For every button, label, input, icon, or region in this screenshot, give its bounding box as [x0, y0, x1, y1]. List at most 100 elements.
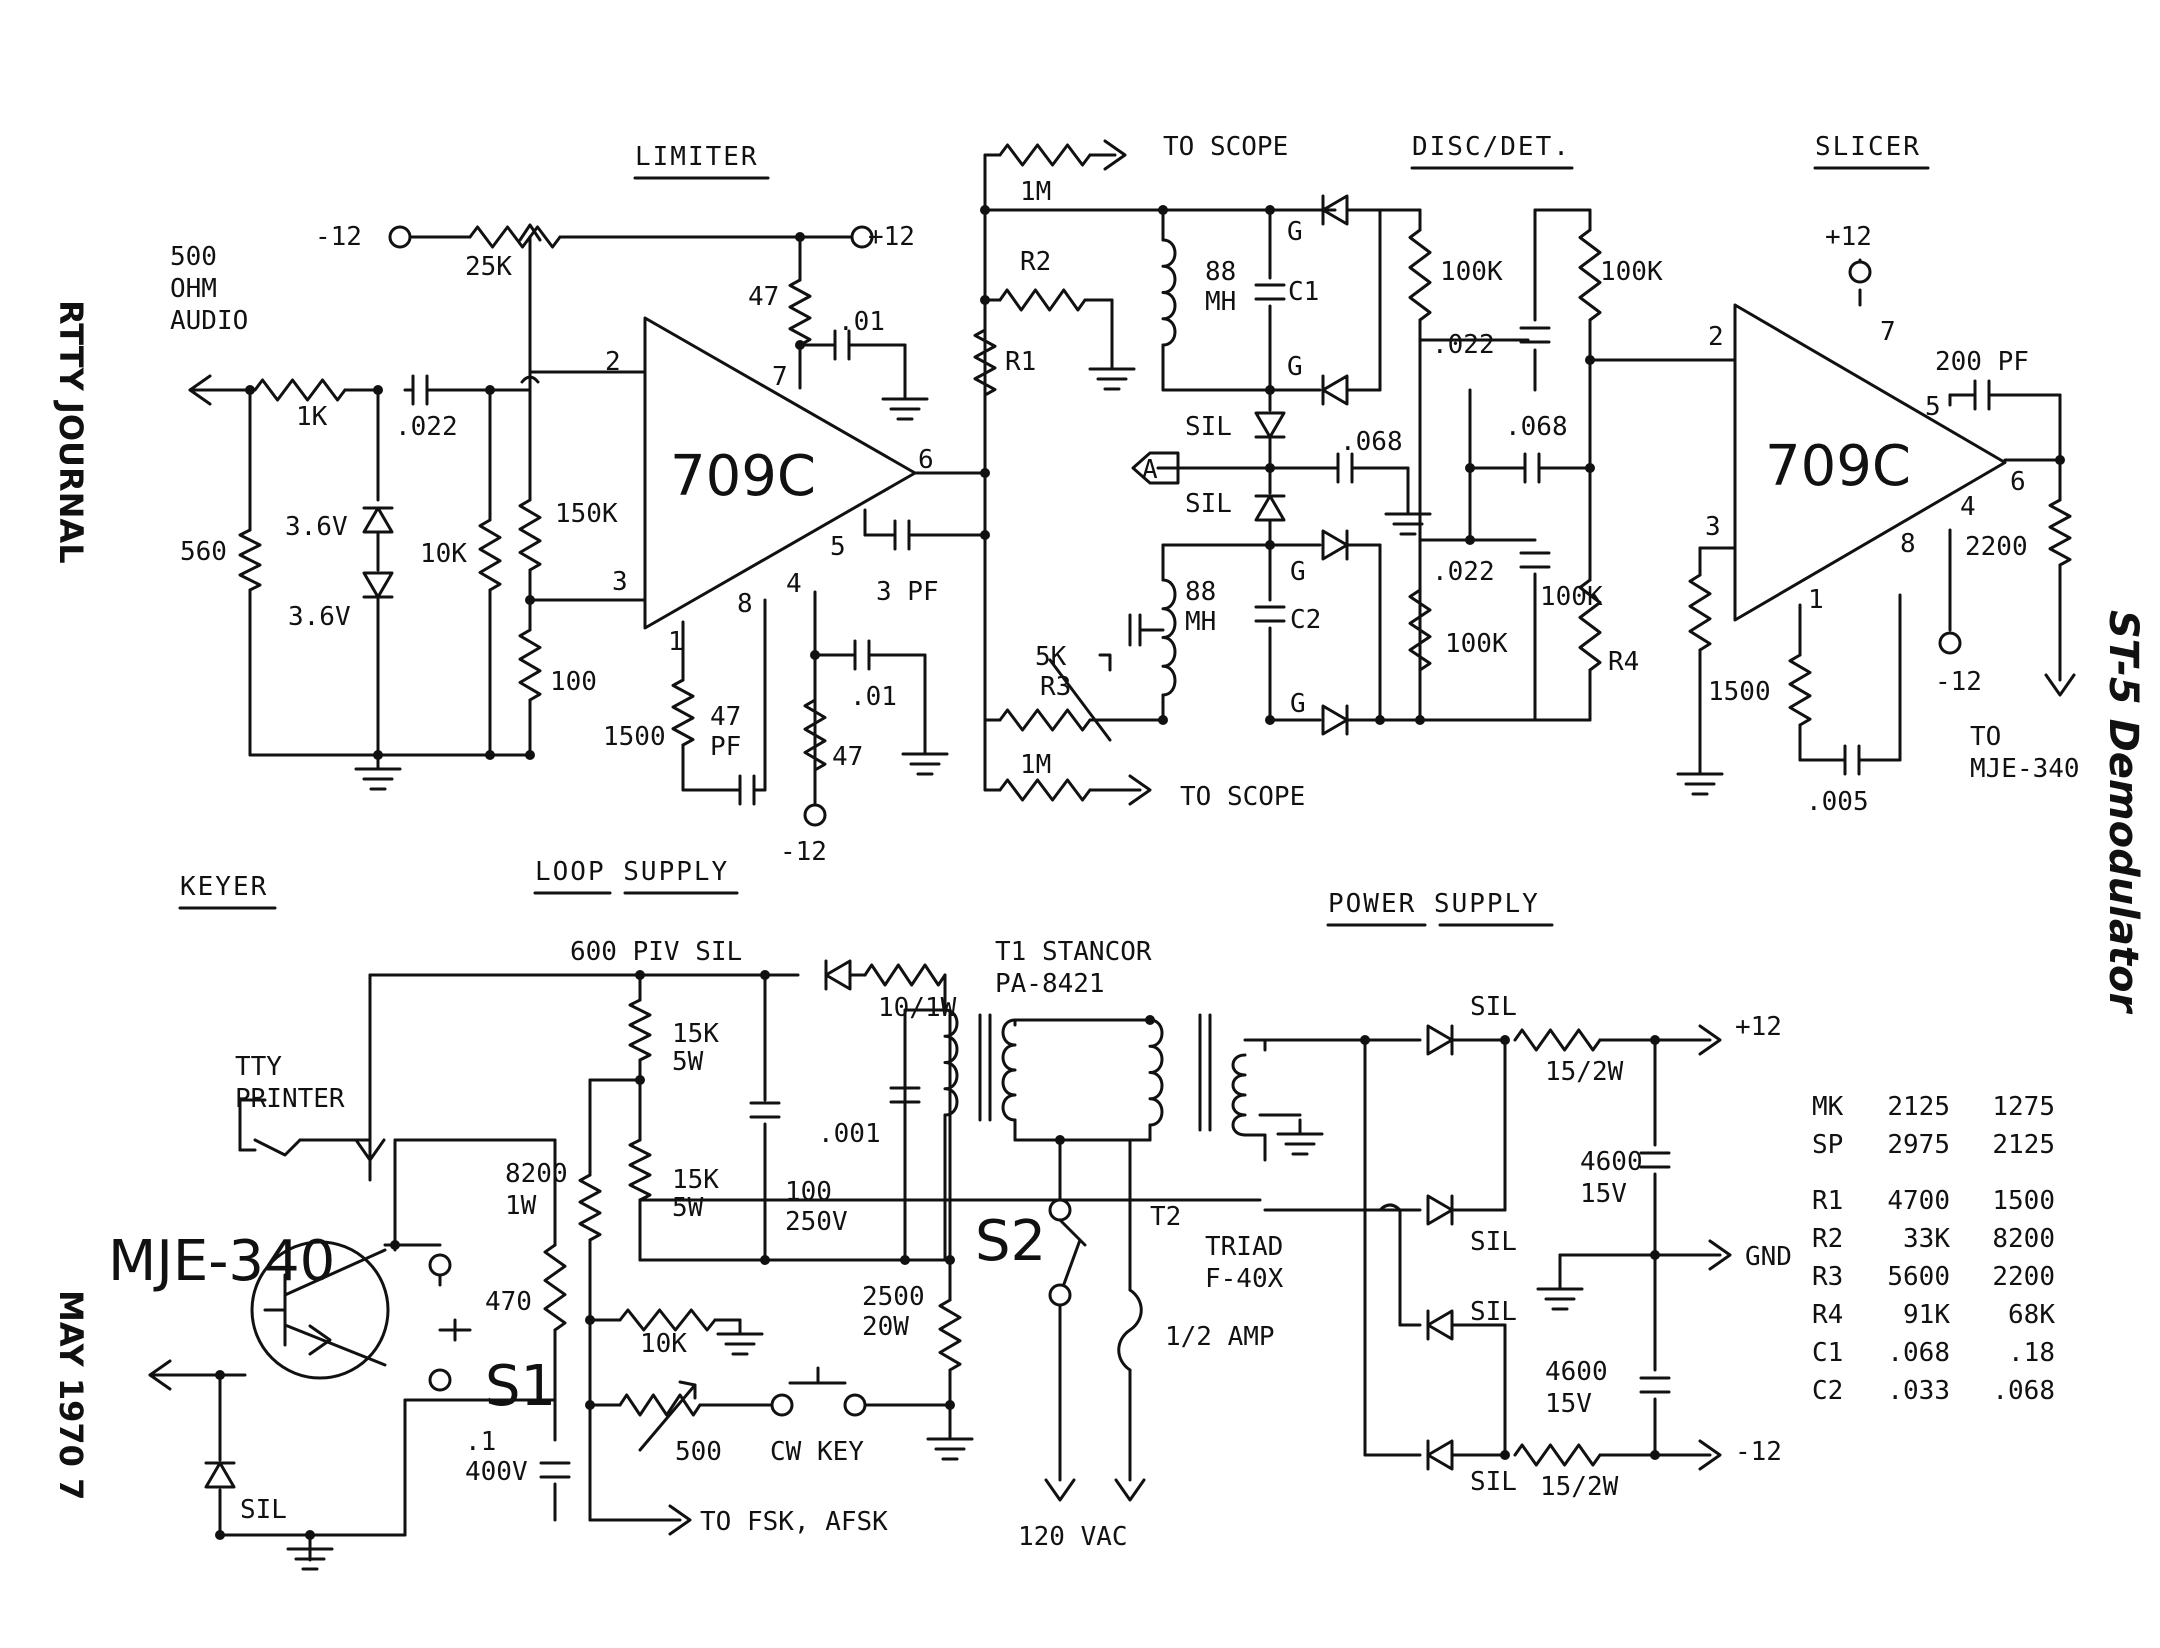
label-pos12-sl: +12 [1825, 222, 1872, 252]
label-op1-p2: 2 [605, 347, 621, 377]
table-row-label: R4 [1812, 1300, 1843, 1330]
label-s2: S2 [975, 1209, 1046, 1274]
label-mje: MJE-340 [108, 1229, 335, 1294]
label-op1-p4: 4 [786, 569, 802, 599]
label-g4: G [1290, 689, 1306, 719]
side-journal-title: RTTY JOURNAL [52, 300, 90, 564]
label-pot5k: 5K [1035, 642, 1067, 672]
t1-primary [943, 1008, 959, 1117]
label-r15-a: 15/2W [1545, 1057, 1624, 1087]
arrow [668, 1504, 692, 1536]
diode-sil-a [1254, 411, 1286, 439]
label-c4600-b-1: 4600 [1545, 1357, 1608, 1387]
label-op2-p8: 8 [1900, 529, 1916, 559]
table-cell-b: 2125 [1992, 1130, 2055, 1160]
label-r47b: 47 [832, 742, 863, 772]
label-r470: 470 [485, 1287, 532, 1317]
switch-s2 [1058, 1218, 1087, 1297]
crossover [1378, 1203, 1402, 1212]
slicer-heading: SLICER [1815, 132, 1921, 162]
label-op2-p5: 5 [1925, 392, 1941, 422]
r-100k-d [1578, 578, 1602, 672]
terminal [388, 225, 412, 249]
label-r47a: 47 [748, 282, 779, 312]
label-r10k-k: 10K [640, 1329, 687, 1359]
r-1k [253, 378, 347, 402]
table-row-label: C2 [1812, 1376, 1843, 1406]
label-c022a: .022 [395, 412, 458, 442]
label-to-scope-top: TO SCOPE [1163, 132, 1288, 162]
label-t1-1: T1 STANCOR [995, 937, 1152, 967]
label-t2: T2 [1150, 1202, 1181, 1232]
label-r8200-2: 1W [505, 1191, 537, 1221]
r-15k-a [628, 998, 652, 1062]
label-t1-2: PA-8421 [995, 969, 1105, 999]
table-cell-b: 8200 [1992, 1224, 2055, 1254]
label-neg12-pot: -12 [315, 222, 362, 252]
r-1500-s [1788, 653, 1812, 727]
ground-symbol [1276, 1118, 1324, 1156]
r-1m-top [998, 143, 1092, 167]
label-g1: G [1287, 217, 1303, 247]
label-op1-p8: 8 [737, 589, 753, 619]
label-op2-p1: 1 [1808, 585, 1824, 615]
arrow [1698, 1024, 1722, 1056]
r-10k-k [618, 1308, 717, 1332]
limiter-heading: LIMITER [635, 142, 759, 172]
wire [283, 1323, 387, 1367]
diode-sil-k [204, 1461, 236, 1489]
label-sil-a: SIL [1185, 412, 1232, 442]
r-1500 [671, 678, 695, 747]
t1-secondary [1001, 1018, 1017, 1122]
table-row-label: R2 [1812, 1224, 1843, 1254]
label-r3: R3 [1040, 672, 1071, 702]
arrow [1103, 139, 1127, 171]
label-c2: C2 [1290, 605, 1321, 635]
label-r1500b: 1500 [1708, 677, 1771, 707]
label-r15k-b-1: 15K [672, 1165, 719, 1195]
label-r15k-a-2: 5W [672, 1047, 704, 1077]
pot-arrow [638, 1380, 697, 1452]
table-cell-a: .033 [1887, 1376, 1950, 1406]
r-150k [518, 498, 542, 572]
label-r1500a: 1500 [603, 722, 666, 752]
r-2 [998, 288, 1087, 312]
table-cell-b: 2200 [1992, 1262, 2055, 1292]
label-r1k: 1K [296, 402, 328, 432]
c-022b [1519, 326, 1551, 344]
table-cell-b: 1500 [1992, 1186, 2055, 1216]
table-cell-b: .068 [1992, 1376, 2055, 1406]
table-cell-a: 2975 [1887, 1130, 1950, 1160]
r-2500 [938, 1298, 962, 1372]
label-c4600-a-2: 15V [1580, 1179, 1627, 1209]
label-triad-2: F-40X [1205, 1264, 1284, 1294]
label-ps-sil1: SIL [1470, 992, 1517, 1022]
r-8200 [578, 1173, 602, 1242]
label-r2500-1: 2500 [862, 1282, 925, 1312]
label-neg12-lim: -12 [780, 837, 827, 867]
table-cell-a: .068 [1887, 1338, 1950, 1368]
terminal [843, 1393, 867, 1417]
label-audio-in-2: OHM [170, 274, 217, 304]
c-100 [749, 1101, 781, 1119]
keyer-heading: KEYER [180, 872, 268, 902]
arrow [308, 1324, 332, 1356]
table-row-label: SP [1812, 1130, 1843, 1160]
label-c01a: .01 [838, 307, 885, 337]
arrow [1708, 1239, 1732, 1271]
terminal [428, 1253, 452, 1277]
label-r1m-bot: 1M [1020, 750, 1051, 780]
label-vac: 120 VAC [1018, 1522, 1128, 1552]
label-g2: G [1287, 352, 1303, 382]
r-100k-b [1578, 228, 1602, 322]
label-pot500: 500 [675, 1437, 722, 1467]
op-amp-2 [1733, 303, 2007, 622]
table-row-label: R1 [1812, 1186, 1843, 1216]
ground-symbol [881, 383, 929, 421]
arrow [1044, 1478, 1076, 1502]
r-100k-a [1408, 228, 1432, 322]
arrow [148, 1359, 172, 1391]
label-r8200-1: 8200 [505, 1159, 568, 1189]
